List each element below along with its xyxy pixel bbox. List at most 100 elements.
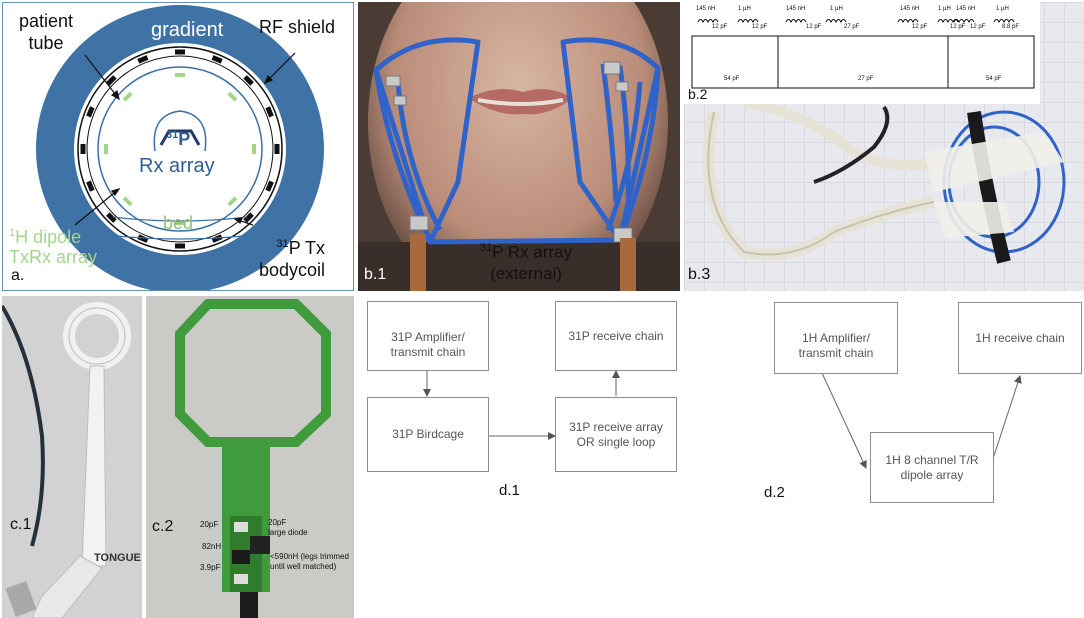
d1-receive-box: 31P receive chain — [555, 301, 677, 371]
patient-label-line2: tube — [28, 33, 64, 53]
patient-tube-circle — [97, 66, 263, 232]
schematic-label: 54 pF — [724, 76, 740, 82]
panel-a: gradient RF shield patient tube 31P Rx a… — [2, 2, 354, 291]
bodycoil-sup: 31 — [276, 238, 289, 250]
d1-amp-box: 31P Amplifier/ transmit chain — [367, 301, 489, 371]
b1-caption-line1: P Rx array — [492, 242, 573, 262]
bodycoil-rung — [211, 234, 223, 243]
bed-label: bed — [163, 213, 194, 233]
schematic-label: 145 nH — [696, 6, 715, 12]
schematic-label: 1 µH — [738, 6, 751, 12]
c2-ind-right-line2: until well matched) — [270, 562, 337, 571]
inductor-coil — [737, 19, 759, 24]
dipole-element — [122, 196, 133, 207]
dipole-element — [122, 91, 133, 102]
panel-c1-letter: c.1 — [10, 516, 32, 533]
panel-c2-letter: c.2 — [152, 518, 174, 535]
gradient-label: gradient — [151, 19, 224, 41]
c2-cap-right-line2: large diode — [268, 528, 308, 537]
d1-birdcage-box: 31P Birdcage — [367, 397, 489, 472]
rx-array-coil — [159, 129, 201, 146]
inductor-coil — [953, 19, 975, 24]
inductor-coil — [937, 19, 959, 24]
dipole-elements — [104, 73, 256, 225]
arrow-dipole-to-1h-receive — [989, 375, 1022, 469]
bodycoil-rungs — [80, 49, 280, 249]
bodycoil-rung — [86, 180, 95, 192]
bodycoil-rung — [211, 55, 223, 64]
bodycoil-rung — [175, 49, 185, 55]
panel-c2-photo: 20pF 82nH 3.9pF 20pF large diode <590nH … — [146, 296, 354, 618]
rx-array-label: Rx array — [139, 155, 215, 177]
panel-b2-letter: b.2 — [688, 86, 708, 102]
bodycoil-rung — [243, 75, 254, 86]
c2-cap-left-top: 20pF — [200, 520, 219, 529]
c2-ind-left: 82nH — [202, 542, 222, 551]
dipole-element — [175, 221, 185, 225]
c2-cap-left-bot: 3.9pF — [200, 563, 221, 572]
face-photo — [358, 2, 680, 291]
d2-amp-box: 1H Amplifier/ transmit chain — [774, 302, 898, 374]
bodycoil-rung — [86, 106, 95, 118]
bodycoil-rung — [265, 106, 274, 118]
panel-b1-photo: 31P Rx array (external) b.1 — [358, 2, 680, 291]
dipole-line2: TxRx array — [9, 247, 98, 267]
schematic-label: 27 pF — [844, 24, 860, 30]
solder-joints — [385, 61, 633, 243]
annotation-arrows — [74, 52, 296, 226]
bodycoil-rung — [175, 243, 185, 249]
schematic-label: 12 pF — [912, 24, 928, 30]
dipole-sup: 1 — [9, 227, 16, 239]
panel-c1-photo: TONGUE c.1 — [2, 296, 142, 618]
b1-caption-line2: (external) — [490, 263, 562, 283]
tongue-label: TONGUE — [94, 552, 141, 564]
c2-cap-right: 20pF large diode — [268, 518, 308, 538]
rx-array-arc — [153, 110, 207, 152]
inductor-coil — [993, 19, 1015, 24]
circuit-wires — [691, 19, 1035, 89]
rx-array-p: P — [178, 129, 191, 149]
inductor-coil — [825, 19, 847, 24]
bodycoil-rung — [243, 212, 254, 223]
dipole-label: 1H dipole TxRx array — [9, 223, 97, 267]
rx-array-label-p: 31P — [166, 129, 190, 150]
schematic-label: 27 pF — [858, 76, 874, 82]
c2-ind-right-line1: <590nH (legs trimmed — [270, 552, 349, 561]
inductor-coil — [785, 19, 807, 24]
bodycoil-rung — [274, 144, 280, 154]
bodycoil-rung — [137, 55, 149, 64]
schematic-label: 145 nH — [956, 6, 975, 12]
panel-d2-letter: d.2 — [764, 484, 785, 501]
schematic-label: 1 µH — [938, 6, 951, 12]
patient-label-line1: patient — [19, 11, 74, 31]
bodycoil-rung — [106, 212, 117, 223]
schematic-label: 145 nH — [900, 6, 919, 12]
panel-d1-letter: d.1 — [499, 482, 520, 499]
rf-shield-circle — [77, 46, 283, 252]
arrow-1h-amp-to-dipole — [821, 372, 867, 469]
bed-line-top — [112, 216, 248, 222]
dipole-element — [227, 196, 238, 207]
tongue-coil-photo — [2, 296, 142, 618]
dipole-line1: H dipole — [15, 227, 82, 247]
d2-dipole-box: 1H 8 channel T/R dipole array — [870, 432, 994, 503]
schematic-label: 1 µH — [996, 6, 1009, 12]
inductor-coil — [897, 19, 919, 24]
pcb-loop-photo — [146, 296, 354, 618]
panel-a-letter: a. — [11, 267, 25, 284]
inductor-coil — [697, 19, 719, 24]
schematic-label: 8.8 pF — [1002, 24, 1019, 30]
dipole-element — [175, 73, 185, 77]
bodycoil-rung — [106, 75, 117, 86]
dipole-element — [227, 91, 238, 102]
schematic-label: 145 nH — [786, 6, 805, 12]
bodycoil-line2: bodycoil — [259, 260, 326, 280]
c2-ind-right: <590nH (legs trimmed until well matched) — [270, 552, 349, 572]
panel-b3-letter: b.3 — [688, 266, 711, 283]
schematic-label: 54 pF — [986, 76, 1002, 82]
dipole-element — [104, 144, 108, 154]
b1-caption: 31P Rx array (external) — [456, 238, 596, 284]
bodycoil-line1: P Tx — [288, 238, 326, 258]
